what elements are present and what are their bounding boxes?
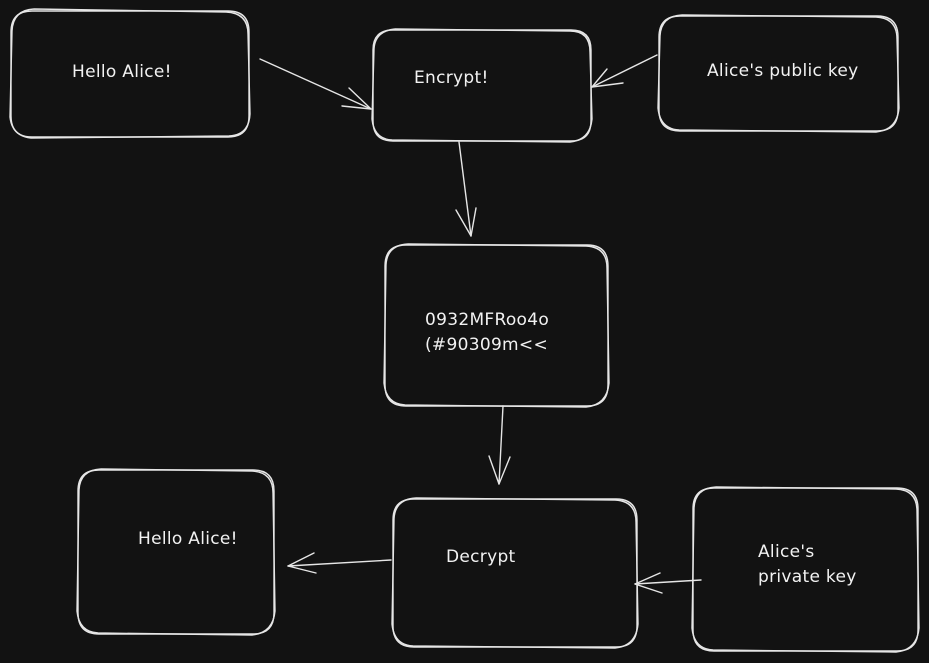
box-decrypt — [391, 497, 639, 649]
arrow-publickey-to-encrypt — [591, 54, 658, 88]
arrow-ciphertext-to-decrypt — [488, 405, 511, 485]
arrow-plaintext-to-encrypt — [259, 58, 372, 110]
plaintext-in-label: Hello Alice! — [72, 62, 172, 82]
private-key-line-1: Alice's — [758, 542, 815, 562]
box-public-key — [657, 14, 900, 133]
arrow-encrypt-to-ciphertext — [455, 141, 477, 237]
box-private-key — [691, 486, 920, 653]
box-plaintext-out — [76, 468, 276, 636]
arrow-decrypt-to-plaintext — [287, 552, 392, 574]
box-ciphertext — [383, 243, 610, 408]
private-key-line-2: private key — [758, 567, 857, 587]
ciphertext-line-1: 0932MFRoo4o — [425, 310, 550, 330]
decrypt-label: Decrypt — [446, 547, 516, 567]
box-plaintext-in — [9, 8, 251, 139]
encrypt-label: Encrypt! — [414, 68, 489, 88]
box-encrypt — [371, 28, 593, 143]
plaintext-out-label: Hello Alice! — [138, 529, 238, 549]
arrow-privatekey-to-decrypt — [634, 572, 702, 594]
ciphertext-line-2: (#90309m<< — [425, 335, 549, 355]
public-key-label: Alice's public key — [707, 61, 859, 81]
